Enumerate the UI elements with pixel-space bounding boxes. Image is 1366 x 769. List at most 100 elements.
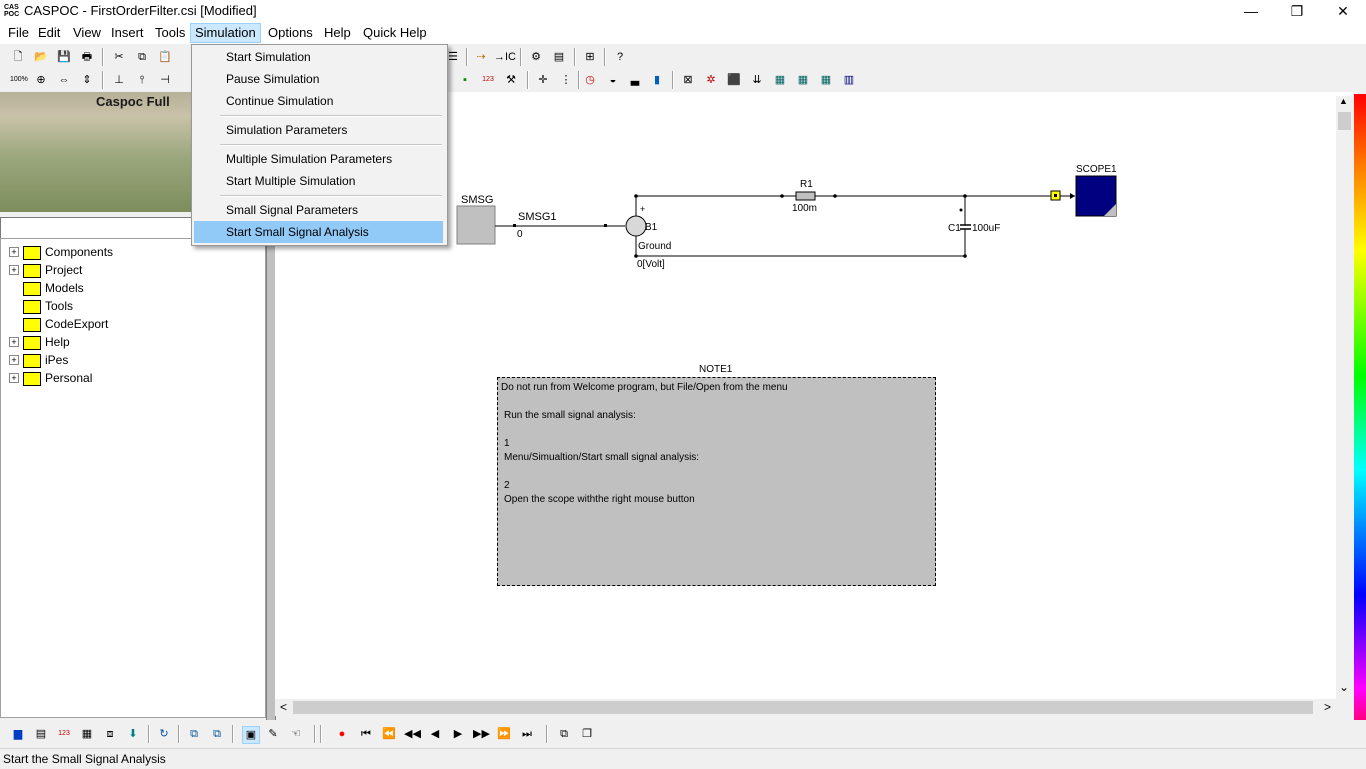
resistor-r1[interactable] bbox=[795, 191, 816, 201]
maximize-button[interactable]: ❐ bbox=[1290, 3, 1304, 19]
source-b1[interactable] bbox=[625, 215, 647, 237]
component-icon[interactable]: ⚙ bbox=[531, 51, 541, 63]
library-icon[interactable]: ▤ bbox=[553, 51, 565, 63]
note1-box[interactable]: Do not run from Welcome program, but Fil… bbox=[497, 377, 936, 586]
gear-color-icon[interactable]: ✲ bbox=[706, 74, 716, 86]
page-icon[interactable]: ▤ bbox=[35, 728, 47, 740]
menu-help[interactable]: Help bbox=[324, 25, 351, 40]
network-icon[interactable]: ⊞ bbox=[585, 51, 595, 63]
menu-start-simulation[interactable]: Start Simulation bbox=[226, 50, 311, 64]
cut-icon[interactable]: ✂ bbox=[114, 51, 124, 63]
open-folder-icon[interactable]: 📂 bbox=[34, 51, 48, 63]
edit-page-icon[interactable]: ✎ bbox=[268, 728, 278, 740]
zoom-height-icon[interactable]: ⇕ bbox=[82, 74, 92, 86]
menu-tools[interactable]: Tools bbox=[155, 25, 186, 40]
timer-icon[interactable]: ◷ bbox=[585, 74, 595, 86]
horizontal-scrollbar[interactable]: < > bbox=[275, 699, 1353, 716]
align-icon[interactable]: ☰ bbox=[448, 51, 458, 63]
layout2-icon[interactable]: ⧉ bbox=[213, 728, 221, 740]
zoom-fit-icon[interactable]: ⊕ bbox=[36, 74, 46, 86]
menu-pause-simulation[interactable]: Pause Simulation bbox=[226, 72, 320, 86]
vertical-scrollbar[interactable]: ▲ ⌄ bbox=[1336, 96, 1353, 700]
refresh-icon[interactable]: ↻ bbox=[159, 728, 169, 740]
export-icon[interactable]: ⬛ bbox=[727, 74, 741, 86]
menu-start-small-signal-analysis[interactable]: Start Small Signal Analysis bbox=[194, 221, 443, 243]
grid-icon[interactable]: ⋮ bbox=[560, 74, 572, 86]
expand-icon[interactable]: + bbox=[9, 247, 19, 257]
zoom-width-icon[interactable]: ⇔ bbox=[58, 74, 70, 86]
scroll-right-icon[interactable]: > bbox=[1324, 700, 1332, 714]
fast-forward-icon[interactable]: ⏩ bbox=[497, 728, 511, 740]
scroll-up-icon[interactable]: ▲ bbox=[1339, 96, 1348, 106]
record-icon[interactable]: ● bbox=[338, 728, 346, 740]
smsg-block[interactable] bbox=[456, 205, 496, 245]
window-icon[interactable]: ⧉ bbox=[560, 728, 568, 740]
step-back-icon[interactable]: ◀ bbox=[430, 728, 440, 740]
meter-icon[interactable]: ▮ bbox=[653, 74, 661, 86]
menu-insert[interactable]: Insert bbox=[111, 25, 144, 40]
bars-icon[interactable]: ▃ bbox=[630, 74, 640, 86]
chip-icon[interactable]: ⧈ bbox=[106, 728, 114, 740]
expand-icon[interactable]: + bbox=[9, 265, 19, 275]
fast-rewind-icon[interactable]: ⏪ bbox=[382, 728, 396, 740]
counter-icon[interactable]: 123 bbox=[58, 730, 70, 737]
menu-multiple-simulation-parameters[interactable]: Multiple Simulation Parameters bbox=[226, 152, 393, 166]
save-icon[interactable]: 💾 bbox=[57, 51, 71, 63]
grid-icon[interactable]: ▦ bbox=[81, 728, 93, 740]
menu-view[interactable]: View bbox=[73, 25, 101, 40]
menu-small-signal-parameters[interactable]: Small Signal Parameters bbox=[226, 203, 359, 217]
expand-icon[interactable]: + bbox=[9, 337, 19, 347]
help-question-icon[interactable]: ? bbox=[616, 51, 624, 63]
menu-simulation[interactable]: Simulation bbox=[190, 23, 261, 43]
menu-file[interactable]: File bbox=[8, 25, 29, 40]
scope1[interactable] bbox=[1075, 175, 1117, 217]
menu-continue-simulation[interactable]: Continue Simulation bbox=[226, 94, 334, 108]
node-icon[interactable]: ⊥ bbox=[114, 74, 124, 86]
hand-icon[interactable]: ☜ bbox=[291, 728, 301, 740]
horizontal-scroll-thumb[interactable] bbox=[293, 701, 1313, 714]
chip2-icon[interactable]: ▦ bbox=[797, 74, 809, 86]
menu-quick-help[interactable]: Quick Help bbox=[363, 25, 427, 40]
vertical-scroll-thumb[interactable] bbox=[1338, 112, 1351, 130]
scope-icon[interactable]: ▆ bbox=[13, 728, 23, 740]
paste-icon[interactable]: 📋 bbox=[158, 51, 172, 63]
crosshair-icon[interactable]: ✛ bbox=[538, 74, 548, 86]
schematic-canvas[interactable]: SMSG SMSG1 0 + B1 Ground 0[Volt] R1 100m… bbox=[275, 92, 1353, 699]
ic-icon[interactable]: →IC bbox=[494, 51, 516, 63]
layout-icon[interactable]: ⧉ bbox=[190, 728, 198, 740]
block-icon[interactable]: ▪ bbox=[463, 74, 467, 86]
skip-end-icon[interactable]: ⏭ bbox=[522, 728, 532, 740]
probe-icon[interactable]: ⊣ bbox=[160, 74, 170, 86]
windows-icon[interactable]: ❐ bbox=[582, 728, 592, 740]
wire-icon[interactable]: ⫯ bbox=[139, 74, 145, 86]
play-icon[interactable]: ▶ bbox=[453, 728, 463, 740]
new-file-icon[interactable]: 🗋 bbox=[13, 51, 23, 63]
zoom-100-icon[interactable]: 100% bbox=[10, 76, 28, 83]
rewind-icon[interactable]: ◀◀ bbox=[404, 728, 421, 740]
chip-icon[interactable]: ▦ bbox=[774, 74, 786, 86]
expand-icon[interactable]: + bbox=[9, 373, 19, 383]
dim-icon[interactable]: ◒ bbox=[609, 74, 617, 86]
minimize-button[interactable]: — bbox=[1244, 3, 1258, 19]
copy-icon[interactable]: ⧉ bbox=[138, 51, 146, 63]
table-icon[interactable]: ▥ bbox=[843, 74, 855, 86]
down-arrow-icon[interactable]: ⬇ bbox=[128, 728, 138, 740]
menu-edit[interactable]: Edit bbox=[38, 25, 61, 40]
print-icon[interactable]: 🖶 bbox=[81, 51, 93, 63]
scroll-left-icon[interactable]: < bbox=[280, 700, 288, 714]
chip3-icon[interactable]: ▦ bbox=[820, 74, 832, 86]
expand-icon[interactable]: + bbox=[9, 355, 19, 365]
menu-options[interactable]: Options bbox=[268, 25, 313, 40]
skip-start-icon[interactable]: ⏮ bbox=[361, 728, 371, 740]
tool-icon[interactable]: ⚒ bbox=[506, 74, 516, 86]
arrow-icon[interactable]: ⇢ bbox=[476, 51, 486, 63]
image-icon[interactable]: ▣ bbox=[242, 726, 260, 744]
menu-start-multiple-simulation[interactable]: Start Multiple Simulation bbox=[226, 174, 356, 188]
menu-simulation-parameters[interactable]: Simulation Parameters bbox=[226, 123, 348, 137]
close-button[interactable]: ✕ bbox=[1337, 3, 1349, 19]
forward-icon[interactable]: ▶▶ bbox=[473, 728, 490, 740]
scroll-down-icon[interactable]: ⌄ bbox=[1339, 680, 1350, 694]
sort-icon[interactable]: ⇊ bbox=[752, 74, 762, 86]
number-icon[interactable]: 123 bbox=[482, 76, 494, 83]
select-icon[interactable]: ⊠ bbox=[683, 74, 693, 86]
